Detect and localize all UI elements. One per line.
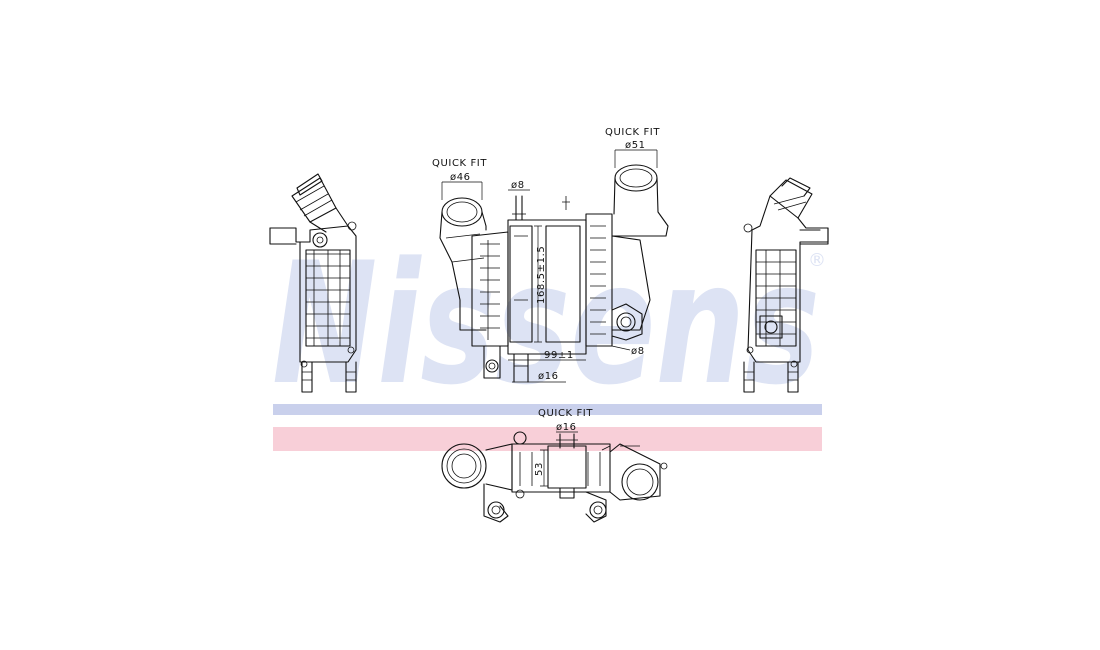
label-dia-bottom-view: ø16 [556,422,577,433]
label-dia-left: ø46 [450,172,471,183]
label-quick-fit-bottom: QUICK FIT [538,408,593,419]
watermark-band-top [273,404,822,415]
right-side-view [743,177,829,393]
label-height-dim: 168.5±1.5 [536,246,547,304]
label-dia-bottom: ø16 [538,371,559,382]
front-view [439,149,669,383]
dimension-labels: QUICK FIT ø46 QUICK FIT ø51 ø8 168.5±1.5… [432,127,660,476]
label-dia-right: ø51 [625,140,646,151]
label-depth-dim: 53 [534,462,545,476]
label-quick-fit-left: QUICK FIT [432,158,487,169]
label-dia-bolt-top: ø8 [511,180,525,191]
label-quick-fit-right: QUICK FIT [605,127,660,138]
left-side-view [269,173,357,393]
label-width-dim: 99±1 [544,350,574,361]
bottom-view [441,431,668,523]
label-dia-bolt-side: ø8 [631,346,645,357]
watermark-registered-mark: ® [808,250,826,271]
